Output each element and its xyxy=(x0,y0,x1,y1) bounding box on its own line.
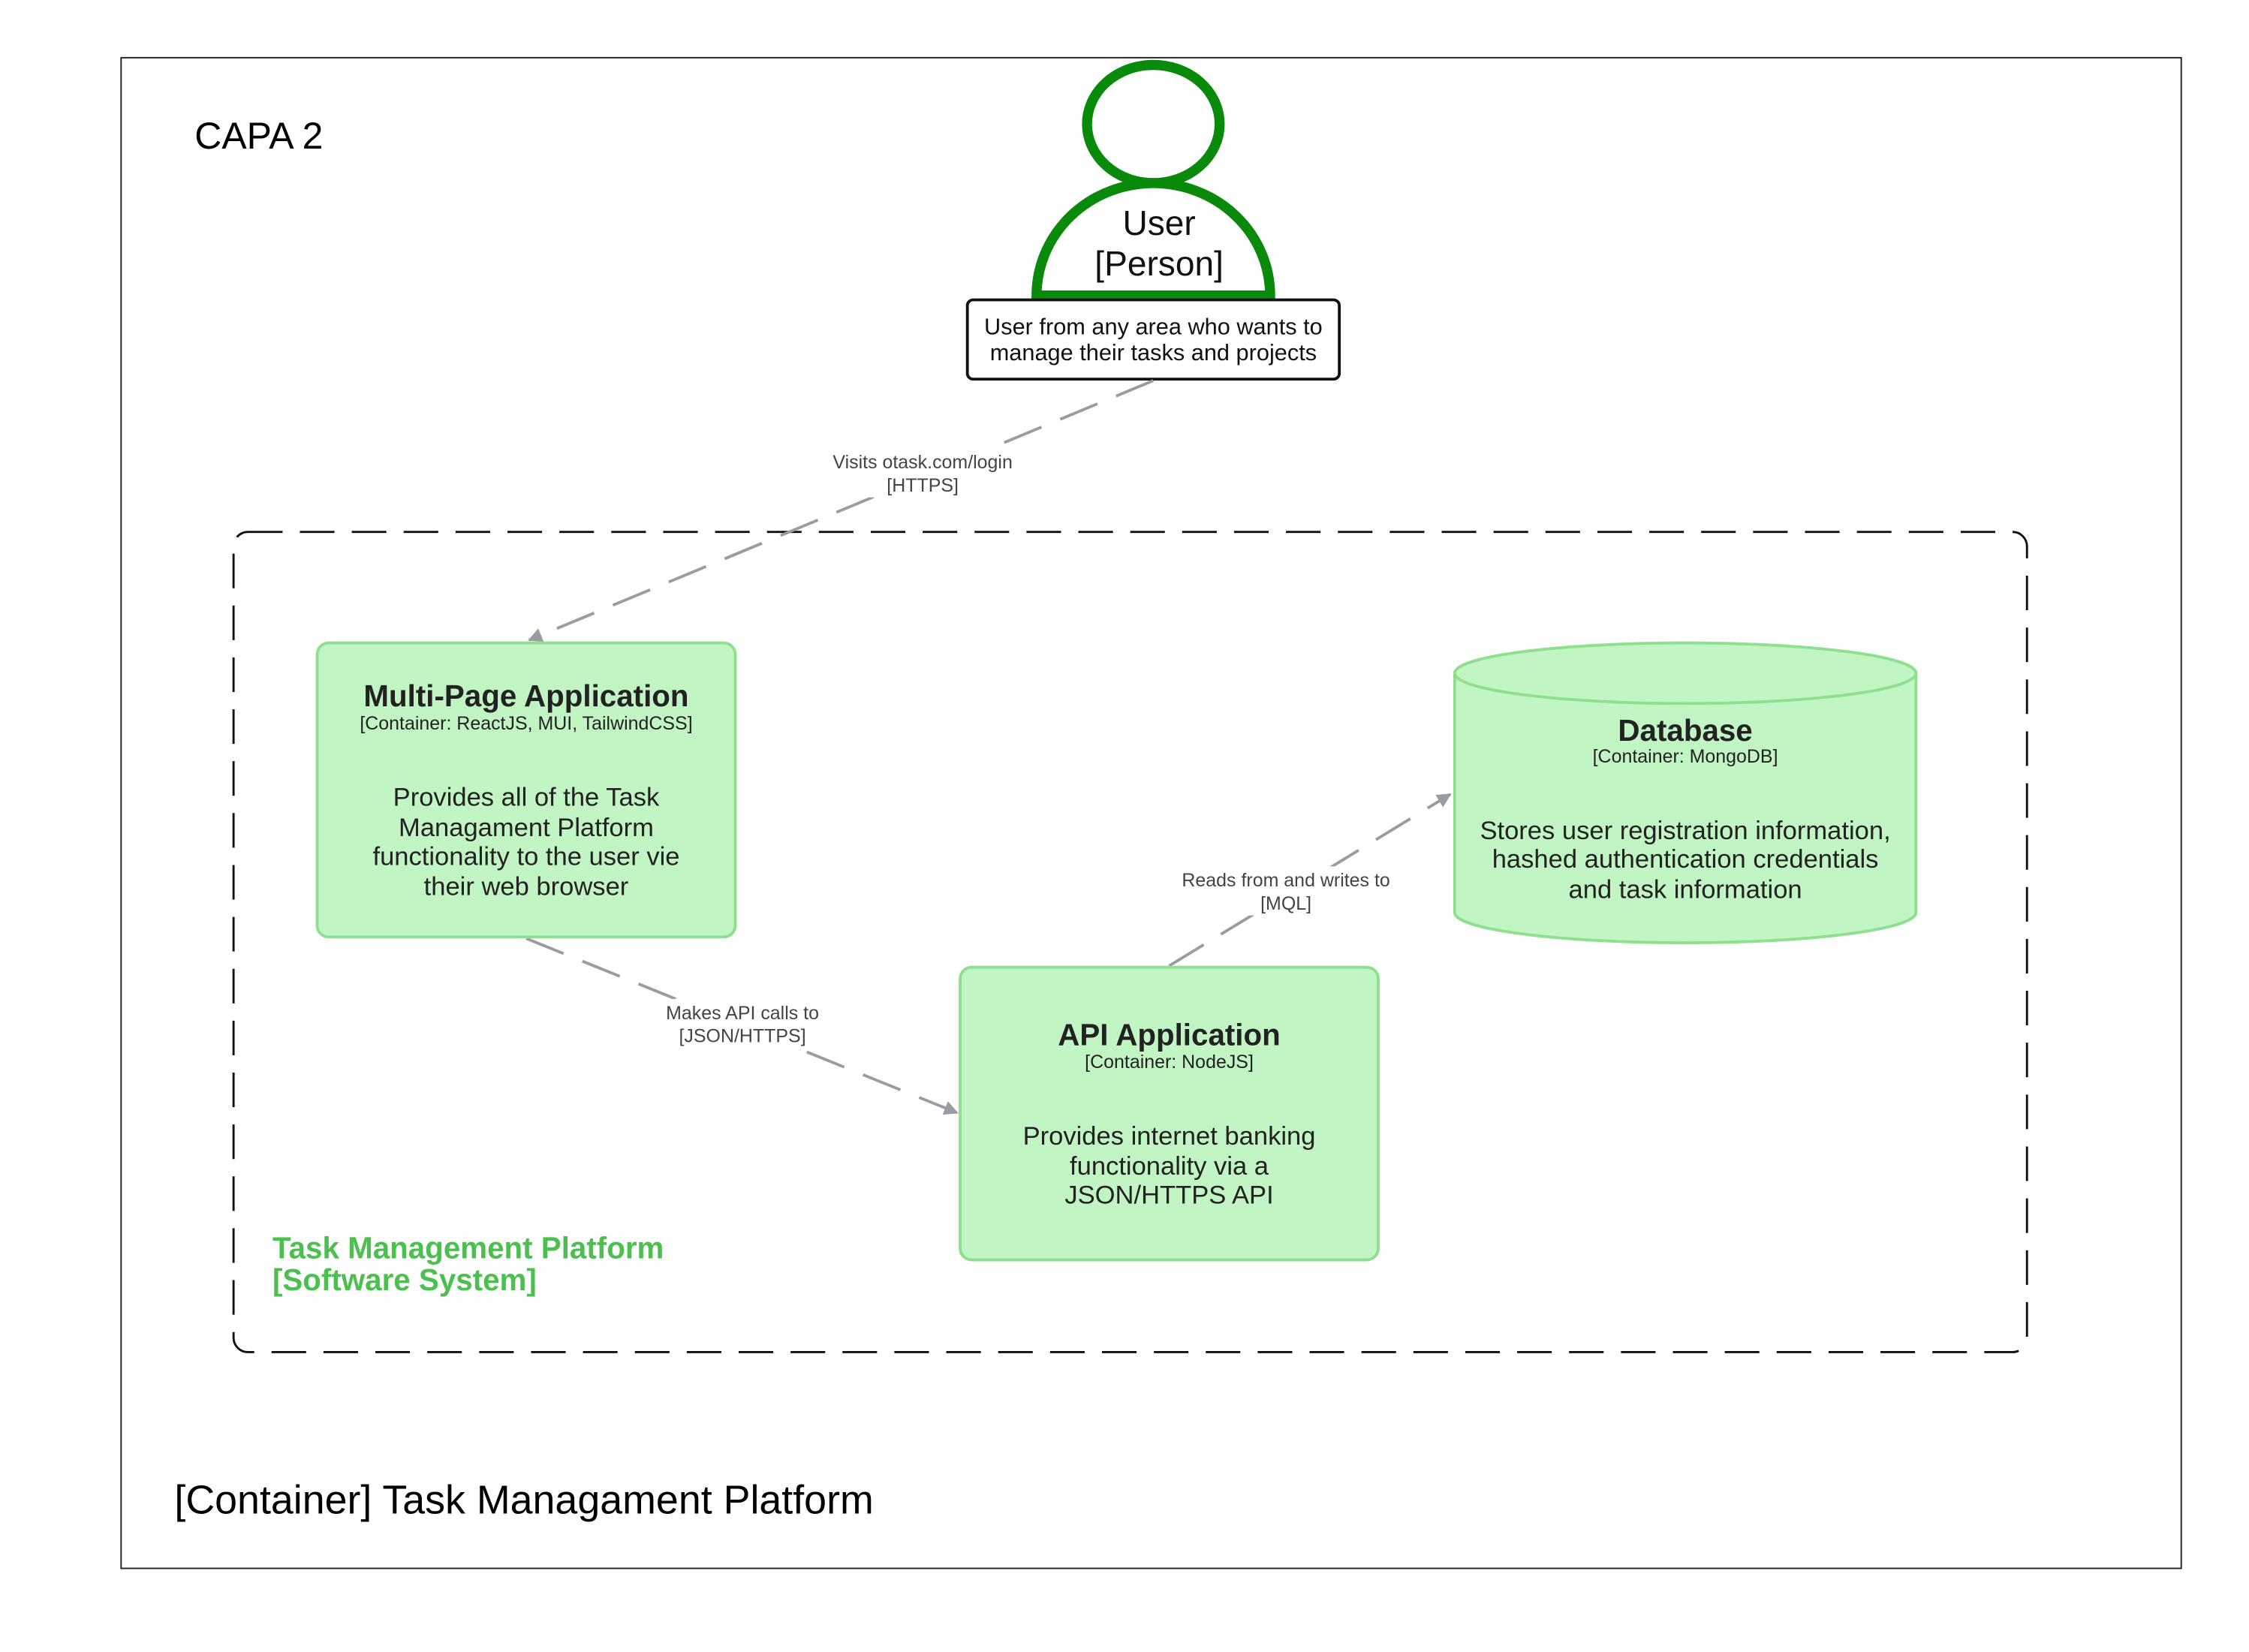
container-tech: [Container: MongoDB] xyxy=(1593,746,1778,767)
container-tech: [Container: ReactJS, MUI, TailwindCSS] xyxy=(360,713,692,734)
person-head-icon xyxy=(1082,59,1225,188)
container-description-line: and task information xyxy=(1569,876,1802,904)
container-description-line: hashed authentication credentials xyxy=(1492,845,1879,874)
container-box xyxy=(959,965,1380,1262)
relation-tech-spa-to-api: [JSON/HTTPS] xyxy=(679,1026,805,1047)
person-description-line: manage their tasks and projects xyxy=(990,339,1317,366)
container-database[interactable]: Database [Container: MongoDB] Stores use… xyxy=(1453,641,1918,944)
person-description-line: User from any area who wants to xyxy=(984,314,1323,340)
container-description-line: Provides all of the Task xyxy=(393,784,660,812)
system-boundary xyxy=(232,531,2028,1353)
container-description-line: functionality via a xyxy=(1070,1152,1269,1181)
relation-tech-user-to-spa: [HTTPS] xyxy=(887,475,959,496)
container-box xyxy=(315,641,737,939)
relation-label-user-to-spa: Visits otask.com/login xyxy=(832,452,1012,473)
relation-label-api-to-db: Reads from and writes to xyxy=(1182,870,1389,891)
container-name: API Application xyxy=(1058,1017,1281,1052)
container-multi-page-application[interactable]: Multi-Page Application [Container: React… xyxy=(315,641,737,939)
system-boundary-type: [Software System] xyxy=(272,1262,537,1297)
person-user[interactable]: User [Person] xyxy=(1031,59,1275,301)
layer-label: CAPA 2 xyxy=(194,115,323,157)
system-boundary-name: Task Management Platform xyxy=(272,1231,664,1265)
container-api-application[interactable]: API Application [Container: NodeJS] Prov… xyxy=(959,965,1380,1262)
container-description-line: JSON/HTTPS API xyxy=(1064,1181,1273,1210)
relation-edge-user-to-spa[interactable] xyxy=(528,379,1155,642)
container-description-line: Provides internet banking xyxy=(1023,1122,1316,1151)
person-type: [Person] xyxy=(1094,244,1224,283)
container-description-line: their web browser xyxy=(424,873,629,901)
relation-edge-spa-to-api[interactable] xyxy=(525,937,959,1115)
container-name: Multi-Page Application xyxy=(363,679,688,713)
relation-edge-api-to-db[interactable] xyxy=(1168,793,1452,967)
container-tech: [Container: NodeJS] xyxy=(1085,1052,1254,1073)
container-name: Database xyxy=(1618,713,1752,748)
person-description-box xyxy=(965,298,1341,381)
database-cylinder-body xyxy=(1453,672,1918,944)
relation-label-spa-to-api: Makes API calls to xyxy=(666,1003,819,1024)
container-description-line: Managament Platform xyxy=(399,814,654,842)
container-description-line: Stores user registration information, xyxy=(1480,817,1890,845)
database-cylinder-top xyxy=(1453,641,1918,706)
person-name: User xyxy=(1122,203,1195,242)
person-body-icon xyxy=(1031,178,1275,301)
container-description-line: functionality to the user vie xyxy=(372,842,679,871)
diagram-title: [Container] Task Managament Platform xyxy=(174,1478,873,1523)
relation-tech-api-to-db: [MQL] xyxy=(1260,893,1311,914)
